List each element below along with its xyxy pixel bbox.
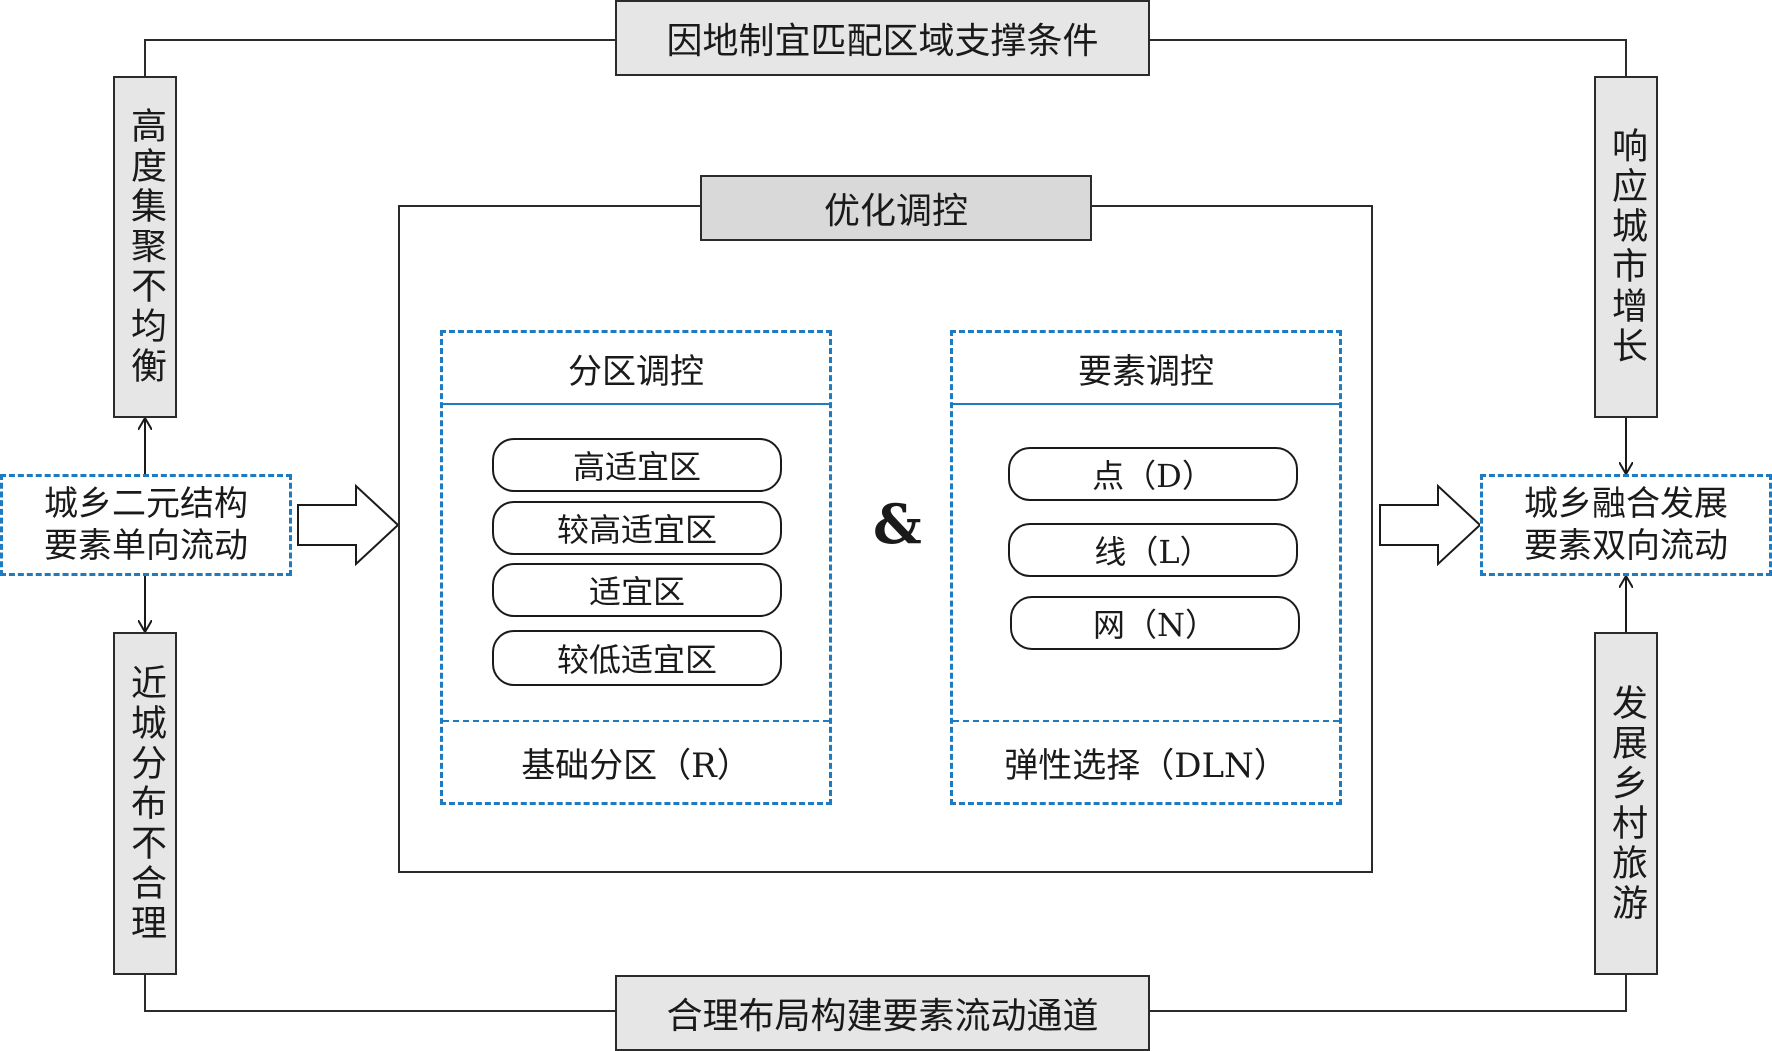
element-item-point: 点（D） <box>1008 447 1298 501</box>
right-bottom-box: 发展乡村旅游 <box>1594 632 1658 975</box>
right-top-text: 响应城市增长 <box>1606 127 1647 367</box>
element-panel-footer: 弹性选择（DLN） <box>953 720 1339 802</box>
bottom-label-text: 合理布局构建要素流动通道 <box>666 996 1099 1037</box>
left-state-box: 城乡二元结构 要素单向流动 <box>0 474 292 576</box>
zone-item-label: 较低适宜区 <box>556 641 717 679</box>
zoning-panel-title: 分区调控 <box>443 333 829 405</box>
left-bottom-box: 近城分布不合理 <box>113 632 177 975</box>
zoning-panel-footer: 基础分区（R） <box>443 720 829 802</box>
zone-item-label: 较高适宜区 <box>556 511 717 549</box>
zone-item-fairly-high: 较高适宜区 <box>492 501 782 555</box>
top-label-text: 因地制宜匹配区域支撑条件 <box>666 21 1099 62</box>
right-top-box: 响应城市增长 <box>1594 76 1658 418</box>
left-top-text: 高度集聚不均衡 <box>125 107 166 387</box>
right-state-box: 城乡融合发展 要素双向流动 <box>1480 474 1772 576</box>
bottom-label-box: 合理布局构建要素流动通道 <box>615 975 1150 1051</box>
left-state-line2: 要素单向流动 <box>44 526 248 566</box>
right-state-line1: 城乡融合发展 <box>1524 483 1728 524</box>
right-state-line2: 要素双向流动 <box>1524 526 1728 566</box>
zone-item-label: 适宜区 <box>588 573 685 611</box>
element-item-label: 网（N） <box>1092 606 1217 644</box>
element-item-line: 线（L） <box>1008 523 1298 577</box>
top-connector-line <box>144 39 615 76</box>
zone-item-low: 较低适宜区 <box>492 630 782 686</box>
element-item-network: 网（N） <box>1010 596 1300 650</box>
zone-item-high: 高适宜区 <box>492 438 782 492</box>
left-top-box: 高度集聚不均衡 <box>113 76 177 418</box>
center-title-box: 优化调控 <box>700 175 1092 241</box>
bottom-connector-line-right <box>1150 975 1627 1012</box>
bottom-connector-line <box>144 975 615 1012</box>
zone-item-suitable: 适宜区 <box>492 563 782 617</box>
block-arrow-left <box>297 483 400 567</box>
element-item-label: 线（L） <box>1094 533 1212 571</box>
block-arrow-right <box>1379 483 1482 567</box>
zone-item-label: 高适宜区 <box>572 448 701 486</box>
ampersand-symbol: & <box>873 492 922 556</box>
top-connector-line-right <box>1150 39 1627 76</box>
left-bottom-text: 近城分布不合理 <box>125 663 166 944</box>
element-item-label: 点（D） <box>1092 457 1214 495</box>
right-bottom-text: 发展乡村旅游 <box>1606 683 1647 924</box>
center-title-text: 优化调控 <box>823 191 968 232</box>
top-label-box: 因地制宜匹配区域支撑条件 <box>615 0 1150 76</box>
left-state-line1: 城乡二元结构 <box>44 483 248 524</box>
element-panel-title: 要素调控 <box>953 333 1339 405</box>
